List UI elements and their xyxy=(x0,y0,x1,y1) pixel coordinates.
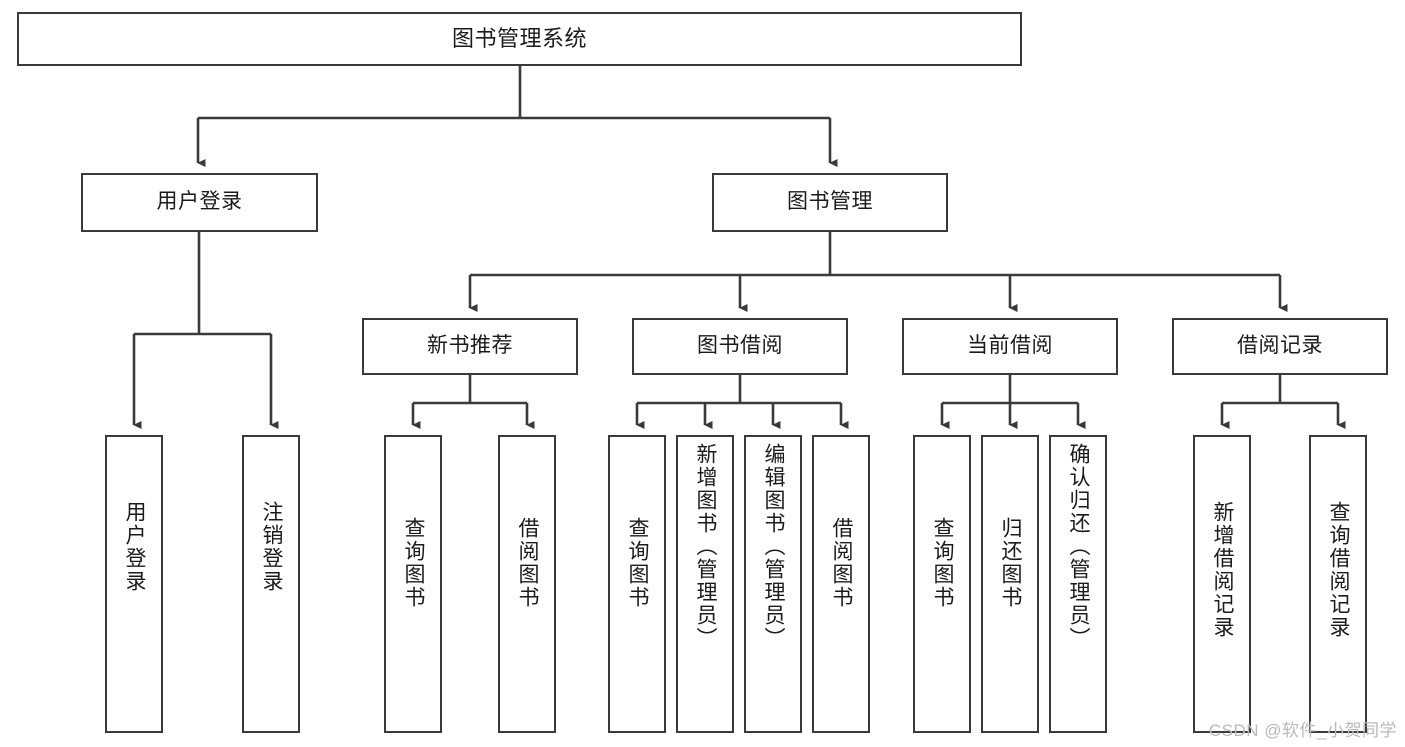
node-label: 归还图书 xyxy=(999,517,1023,609)
node-label: 用户登录 xyxy=(123,501,147,593)
leaf-user-login-logout[interactable]: 注销登录 xyxy=(242,435,300,733)
node-book-borrow[interactable]: 图书借阅 xyxy=(632,318,848,375)
leaf-book-borrow-add[interactable]: 新增图书（管理员） xyxy=(676,435,734,733)
node-label: 注销登录 xyxy=(260,501,284,593)
node-label: 查询图书 xyxy=(626,517,650,609)
leaf-borrow-record-query[interactable]: 查询借阅记录 xyxy=(1309,435,1367,733)
node-label: 确认归还（管理员） xyxy=(1067,443,1091,650)
node-label: 借阅记录 xyxy=(1237,334,1323,358)
node-label: 新增借阅记录 xyxy=(1211,501,1235,639)
node-book-management[interactable]: 图书管理 xyxy=(712,173,948,232)
node-label: 查询图书 xyxy=(931,517,955,609)
node-label: 新书推荐 xyxy=(427,334,513,358)
node-label: 借阅图书 xyxy=(830,517,854,609)
node-user-login[interactable]: 用户登录 xyxy=(81,173,318,232)
node-root-book-management-system[interactable]: 图书管理系统 xyxy=(17,12,1022,66)
node-label: 用户登录 xyxy=(156,190,243,214)
node-label: 新增图书（管理员） xyxy=(694,443,718,650)
node-borrow-record[interactable]: 借阅记录 xyxy=(1172,318,1388,375)
watermark-text: CSDN @软件_小贺同学 xyxy=(1208,721,1397,740)
leaf-new-book-query[interactable]: 查询图书 xyxy=(384,435,442,733)
node-label: 图书管理 xyxy=(787,190,873,214)
node-current-borrow[interactable]: 当前借阅 xyxy=(902,318,1118,375)
leaf-new-book-borrow[interactable]: 借阅图书 xyxy=(498,435,556,733)
leaf-borrow-record-add[interactable]: 新增借阅记录 xyxy=(1193,435,1251,733)
node-label: 图书管理系统 xyxy=(451,25,587,51)
leaf-current-borrow-query[interactable]: 查询图书 xyxy=(913,435,971,733)
leaf-current-borrow-return[interactable]: 归还图书 xyxy=(981,435,1039,733)
node-label: 当前借阅 xyxy=(967,334,1053,358)
leaf-user-login-login[interactable]: 用户登录 xyxy=(105,435,163,733)
node-label: 查询图书 xyxy=(402,517,426,609)
node-label: 借阅图书 xyxy=(516,517,540,609)
leaf-book-borrow-borrow[interactable]: 借阅图书 xyxy=(812,435,870,733)
leaf-book-borrow-query[interactable]: 查询图书 xyxy=(608,435,666,733)
leaf-current-borrow-confirm-return[interactable]: 确认归还（管理员） xyxy=(1049,435,1107,733)
node-label: 编辑图书（管理员） xyxy=(762,443,786,650)
node-label: 查询借阅记录 xyxy=(1327,501,1351,639)
leaf-book-borrow-edit[interactable]: 编辑图书（管理员） xyxy=(744,435,802,733)
node-new-book-recommend[interactable]: 新书推荐 xyxy=(362,318,578,375)
node-label: 图书借阅 xyxy=(697,334,783,358)
